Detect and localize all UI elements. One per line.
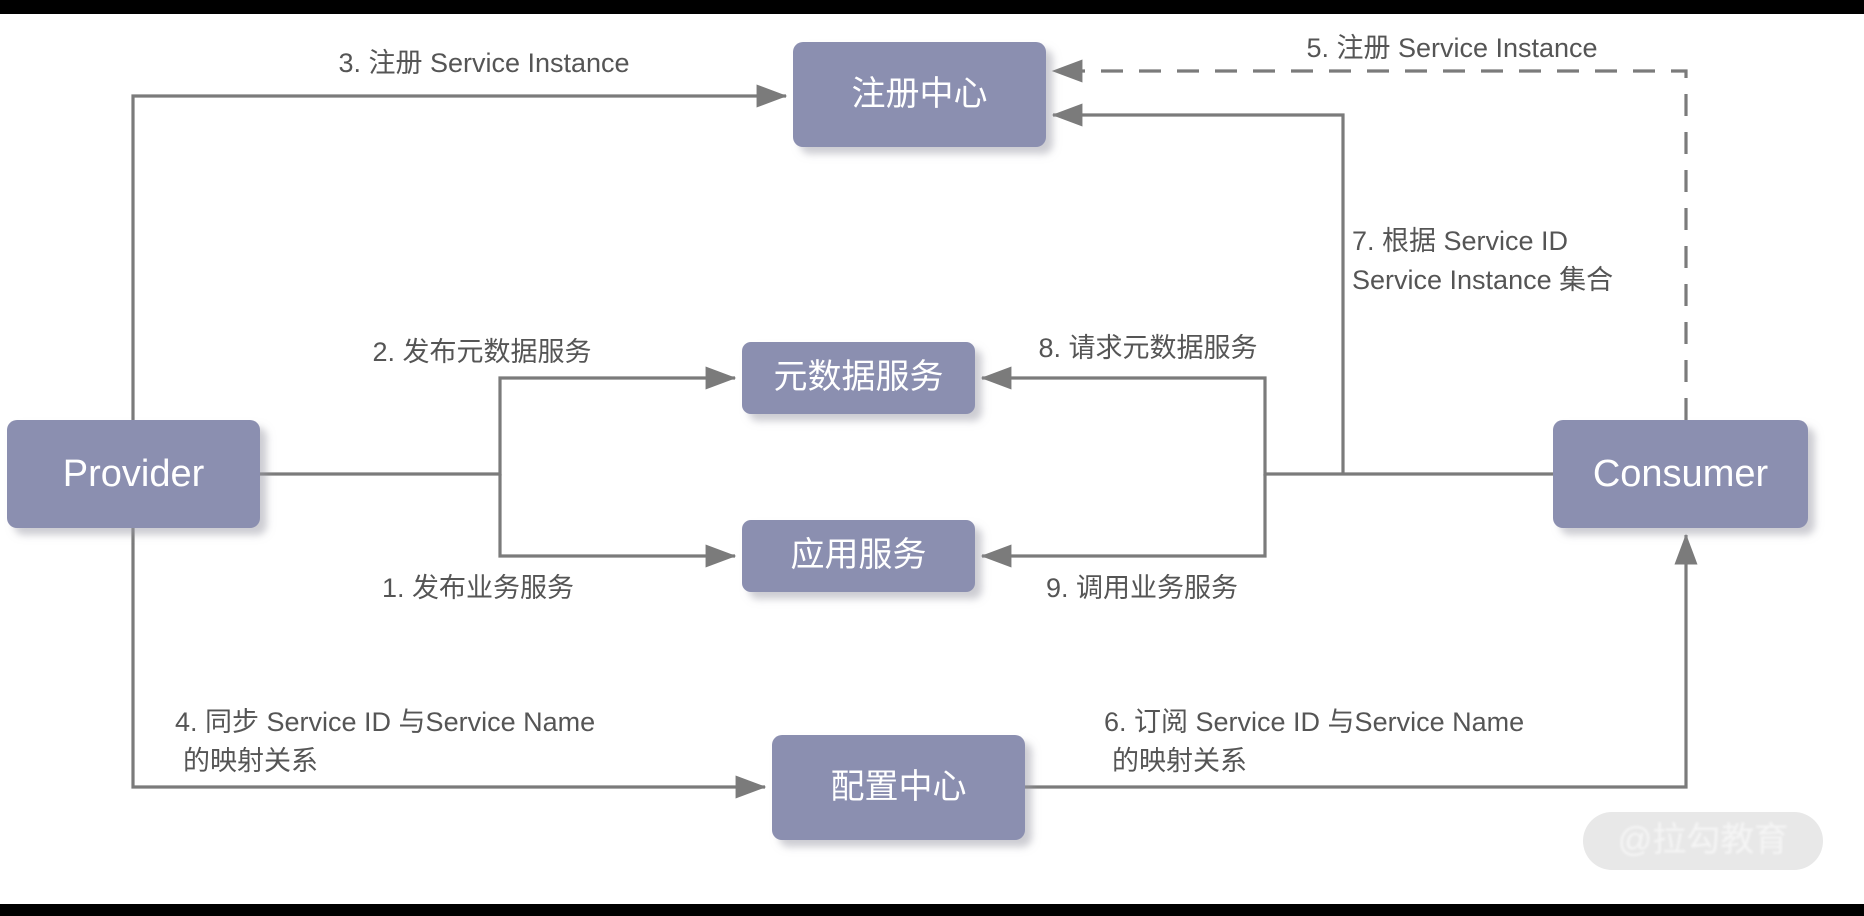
edge-3-path (131, 84, 788, 528)
edge-3-label: 3. 注册 Service Instance (338, 48, 629, 78)
edge-5-label: 5. 注册 Service Instance (1306, 33, 1597, 63)
edge-6-label-line1: 6. 订阅 Service ID 与Service Name (1104, 707, 1524, 737)
edge-5-path (1051, 59, 1688, 420)
node-consumer-label: Consumer (1593, 453, 1769, 495)
node-layer: Provider Consumer 注册中心 元数据服务 应用服务 配置中心 (7, 42, 1808, 840)
watermark-label: @拉勾教育 (1618, 821, 1789, 859)
edge-4-path (131, 474, 767, 799)
node-consumer[interactable]: Consumer (1553, 420, 1808, 528)
edge-4-label-line2: 的映射关系 (183, 746, 318, 776)
edge-2-label: 2. 发布元数据服务 (372, 337, 591, 367)
node-app-service-label: 应用服务 (791, 536, 927, 574)
node-provider[interactable]: Provider (7, 420, 260, 528)
node-registry-center[interactable]: 注册中心 (793, 42, 1046, 147)
node-config-center-label: 配置中心 (831, 768, 967, 806)
bottom-letterbox-bar (0, 904, 1864, 916)
edge-1-path (498, 474, 737, 568)
edge-4-label-line1: 4. 同步 Service ID 与Service Name (175, 707, 595, 737)
edge-7-path (1051, 103, 1345, 474)
watermark: @拉勾教育 (1583, 812, 1823, 870)
edge-label-layer: 3. 注册 Service Instance 5. 注册 Service Ins… (175, 33, 1613, 776)
edge-1-label: 1. 发布业务服务 (382, 573, 574, 603)
node-provider-label: Provider (63, 453, 205, 495)
edge-9-label: 9. 调用业务服务 (1046, 573, 1238, 603)
node-app-service[interactable]: 应用服务 (742, 520, 975, 592)
edge-layer (131, 59, 1698, 799)
node-metadata-service-label: 元数据服务 (774, 358, 944, 396)
edge-2-path (260, 366, 737, 476)
top-letterbox-bar (0, 0, 1864, 14)
node-config-center[interactable]: 配置中心 (772, 735, 1025, 840)
node-registry-center-label: 注册中心 (852, 75, 988, 113)
edge-6-label-line2: 的映射关系 (1112, 746, 1247, 776)
edge-6-path (1025, 533, 1698, 789)
edge-7-label-line1: 7. 根据 Service ID (1352, 226, 1568, 256)
edge-9-path (980, 474, 1267, 568)
edge-8-label: 8. 请求元数据服务 (1038, 333, 1257, 363)
edge-7-label-line2: Service Instance 集合 (1352, 265, 1613, 295)
node-metadata-service[interactable]: 元数据服务 (742, 342, 975, 414)
edge-8-path (980, 366, 1553, 476)
